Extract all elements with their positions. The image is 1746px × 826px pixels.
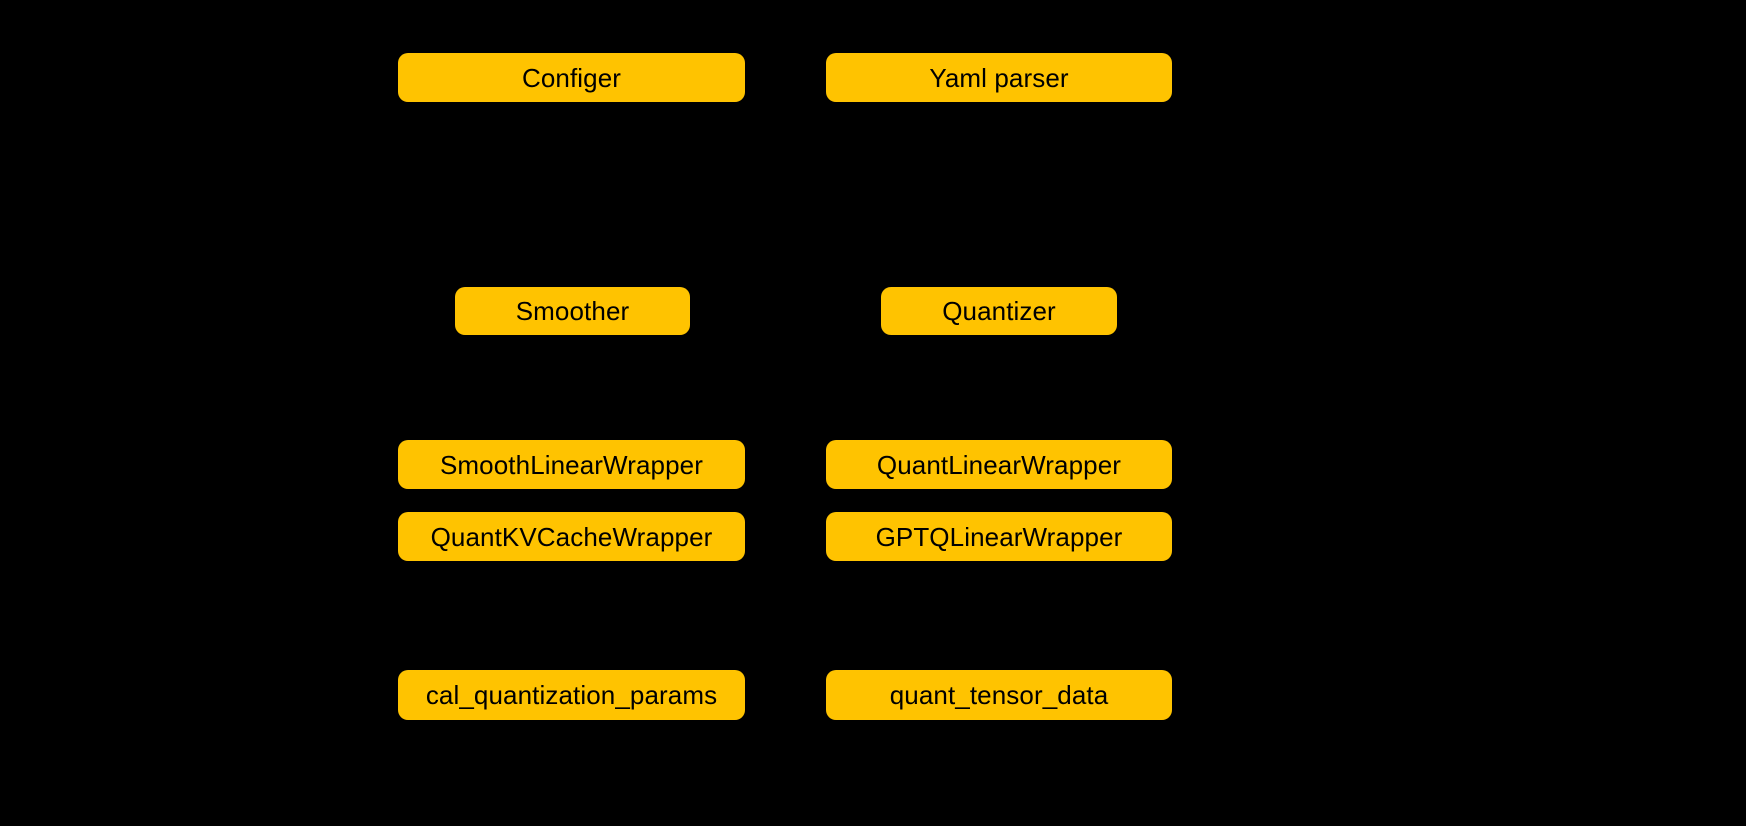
node-label-smoother: Smoother — [515, 296, 630, 326]
node-label-smooth-linear-wrapper: SmoothLinearWrapper — [439, 449, 703, 480]
node-smooth-linear-wrapper[interactable]: SmoothLinearWrapper — [398, 440, 745, 489]
node-quantizer[interactable]: Quantizer — [881, 287, 1117, 335]
node-quant-kv-cache-wrapper[interactable]: QuantKVCacheWrapper — [398, 512, 745, 561]
node-label-cal-quantization-params: cal_quantization_params — [425, 680, 718, 710]
node-yaml-parser[interactable]: Yaml parser — [826, 53, 1172, 102]
node-smoother[interactable]: Smoother — [455, 287, 690, 335]
node-label-quantizer: Quantizer — [942, 296, 1056, 326]
node-configer[interactable]: Configer — [398, 53, 745, 102]
node-label-gptq-linear-wrapper: GPTQLinearWrapper — [875, 521, 1123, 552]
node-quant-linear-wrapper[interactable]: QuantLinearWrapper — [826, 440, 1172, 489]
node-label-configer: Configer — [521, 62, 622, 93]
node-label-quant-linear-wrapper: QuantLinearWrapper — [876, 449, 1122, 480]
node-label-yaml-parser: Yaml parser — [929, 62, 1069, 93]
node-gptq-linear-wrapper[interactable]: GPTQLinearWrapper — [826, 512, 1172, 561]
node-label-quant-tensor-data: quant_tensor_data — [889, 680, 1109, 710]
node-quant-tensor-data[interactable]: quant_tensor_data — [826, 670, 1172, 720]
node-label-quant-kv-cache-wrapper: QuantKVCacheWrapper — [430, 521, 713, 552]
node-cal-quantization-params[interactable]: cal_quantization_params — [398, 670, 745, 720]
